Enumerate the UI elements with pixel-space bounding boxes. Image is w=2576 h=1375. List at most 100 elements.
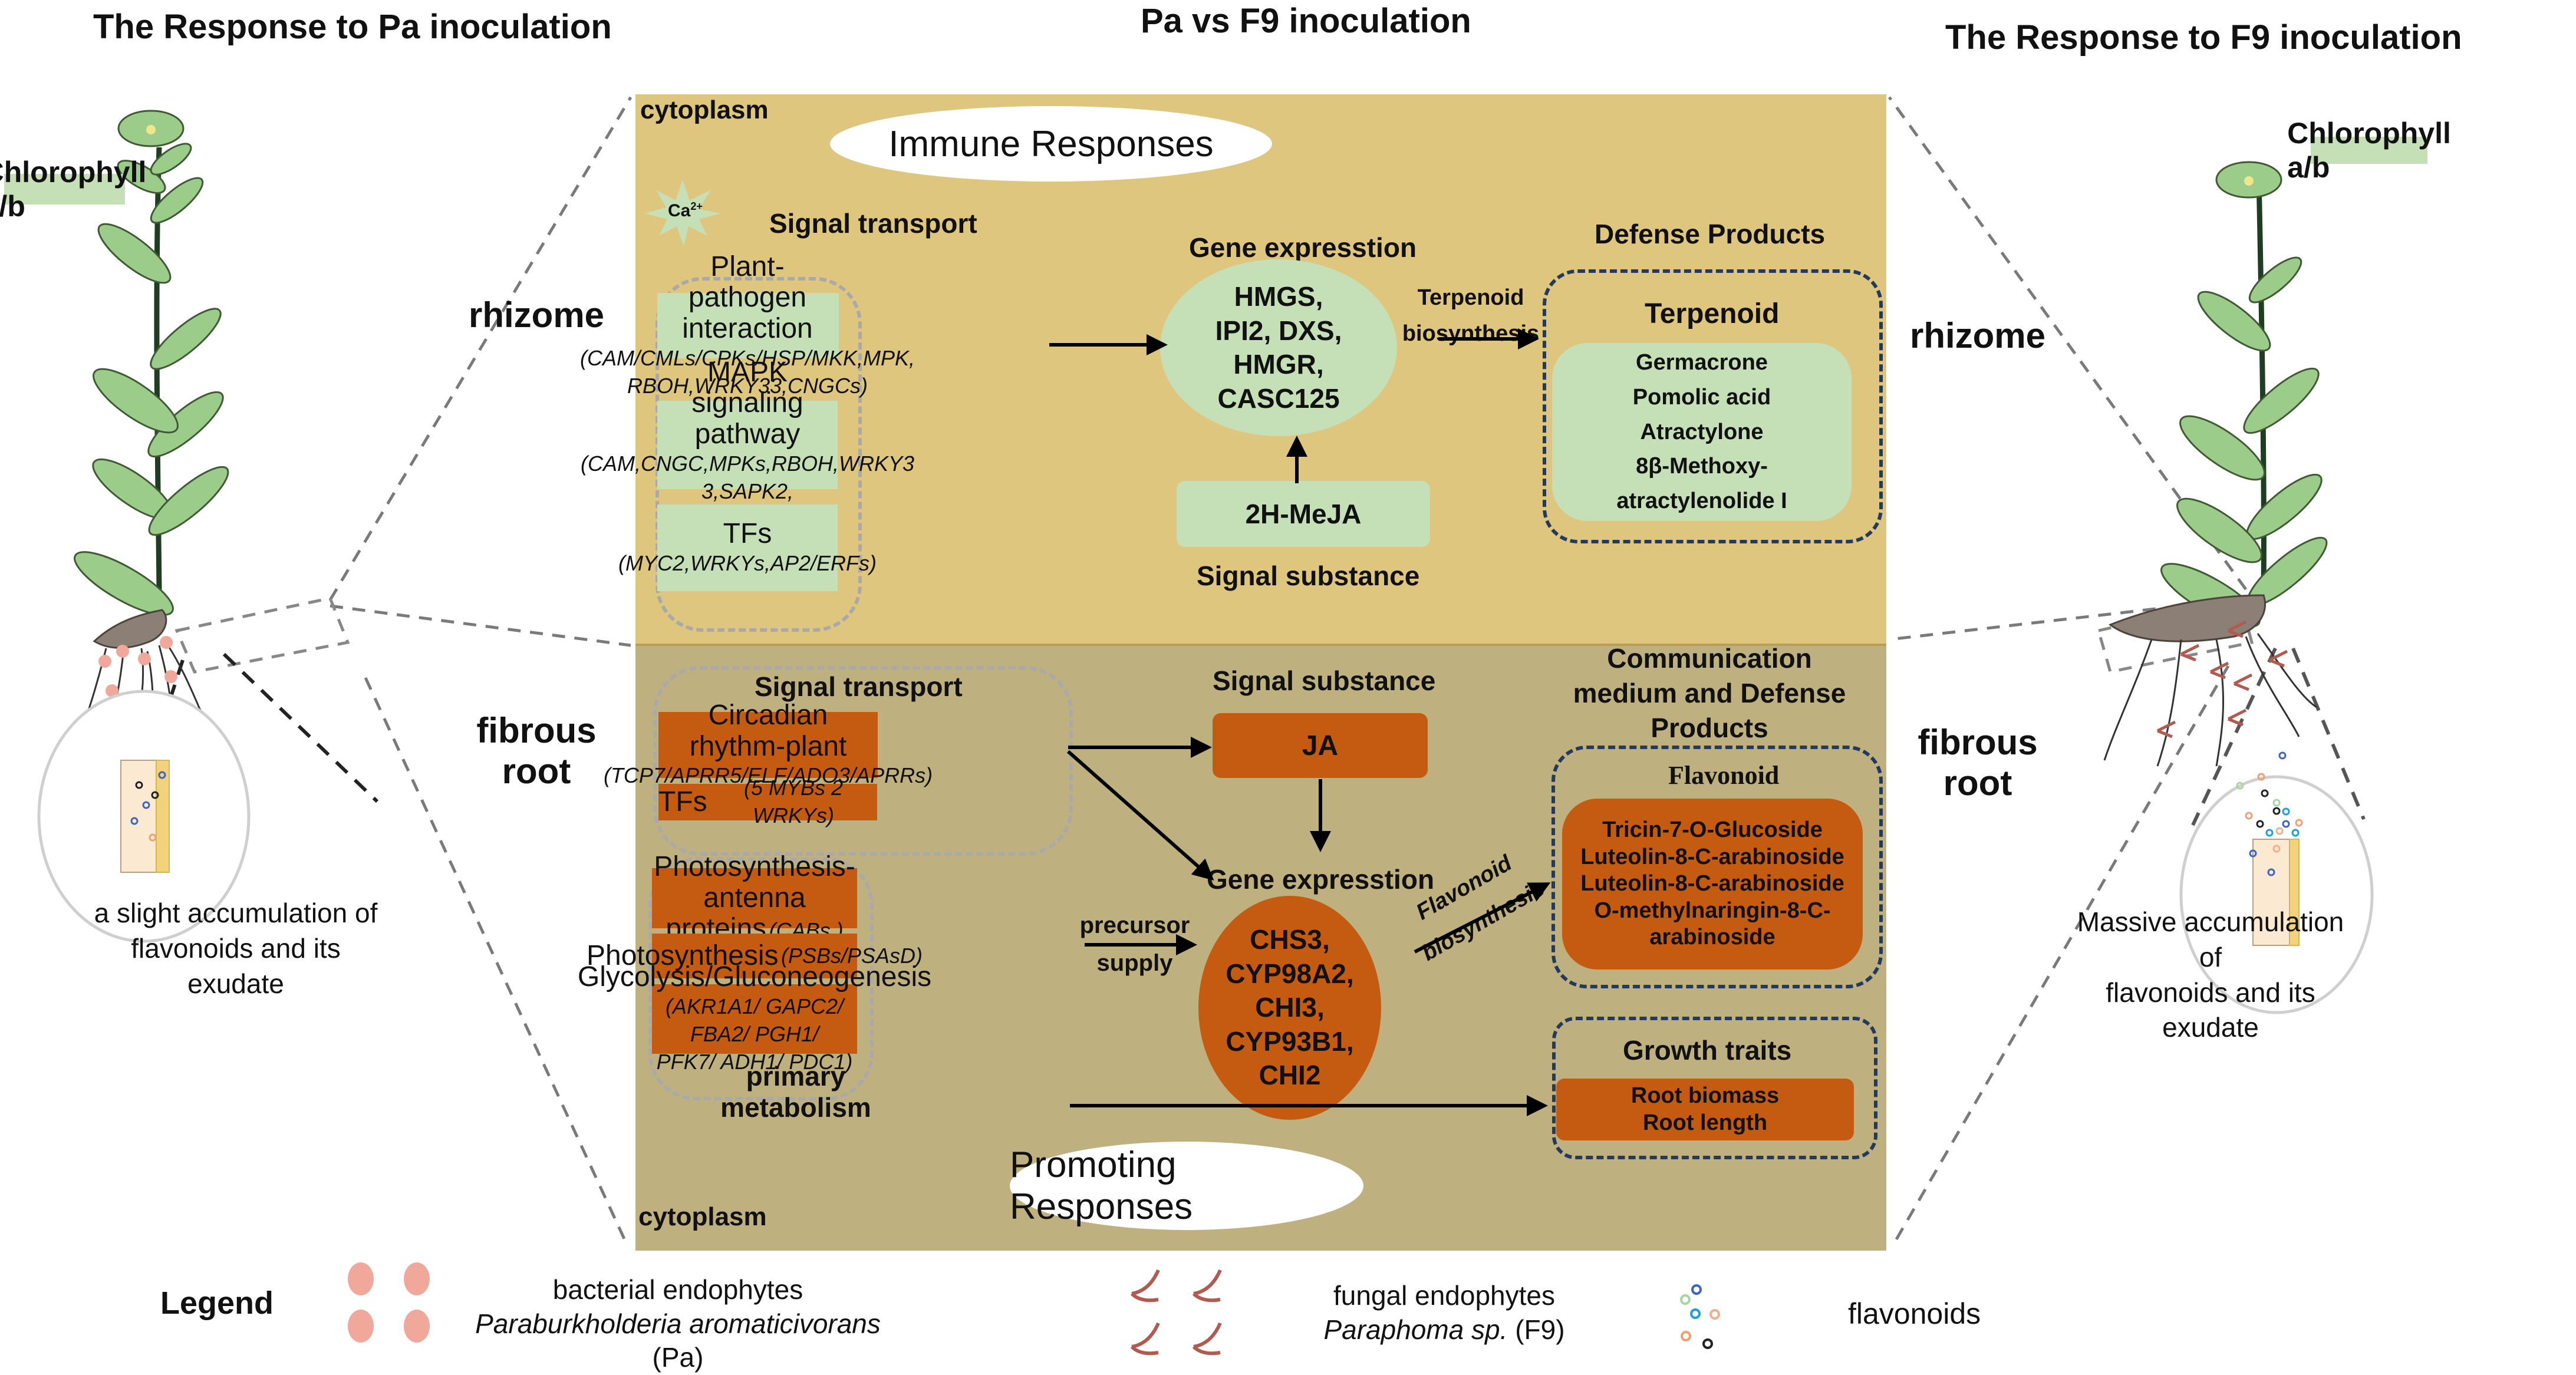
caption-left-line1: a slight accumulation of — [94, 898, 378, 928]
gene-expression-title-bottom: Gene expresstion — [1207, 864, 1435, 895]
gene: CHI3, — [1255, 992, 1325, 1023]
primary-line1: primary — [746, 1061, 846, 1092]
legend-flavonoids-text: flavonoids — [1848, 1297, 1981, 1330]
growth-traits-title: Growth traits — [1623, 1035, 1792, 1066]
flavonoid-group — [1551, 746, 1883, 988]
arrow-genes-to-flavonoid — [1414, 882, 1551, 954]
flavonoid-title: Flavonoid — [1668, 761, 1780, 790]
legend-fungi-abbr: (F9) — [1507, 1314, 1565, 1345]
flavonoid-list[interactable]: Tricin-7-O-Glucoside Luteolin-8-C-arabin… — [1562, 799, 1863, 970]
terpenoid-biosynthesis-label: Terpenoid biosynthesis — [1394, 280, 1547, 352]
legend-bacteria-species: Paraburkholderia aromaticivorans — [475, 1308, 881, 1339]
terpenoid-title: Terpenoid — [1645, 298, 1780, 329]
calcium-charge: 2+ — [690, 200, 703, 212]
defense-products-title: Defense Products — [1595, 219, 1826, 249]
pathway-photosynthesis-box[interactable]: Photosynthesis (PSBs/PSAsD) — [587, 934, 923, 978]
left-title: The Response to Pa inoculation — [93, 8, 612, 46]
plant-right-illustration — [2103, 161, 2374, 1014]
pathway-genes: (MYC2,WRKYs,AP2/ERFs) — [618, 550, 877, 575]
arrow-label-line1: Terpenoid — [1417, 285, 1524, 310]
pathway-title: TFs — [723, 517, 772, 549]
gene-expression-title-top: Gene expresstion — [1189, 232, 1417, 263]
terpenoid: 8β-Methoxy- — [1636, 454, 1768, 479]
pathway-genes: (AKR1A1/ GAPC2/ FBA2/ PGH1/ — [665, 994, 844, 1046]
precursor-line1: precursor — [1079, 912, 1190, 938]
rhizome-label-right: rhizome — [1909, 316, 2046, 355]
gene: HMGR, — [1233, 349, 1324, 380]
primary-line2: metabolism — [720, 1092, 871, 1123]
caption-left: a slight accumulation of flavonoids and … — [88, 896, 383, 1001]
precursor-line2: supply — [1096, 950, 1173, 976]
caption-right-line1: Massive accumulation of — [2077, 906, 2344, 972]
center-title: Pa vs F9 inoculation — [1141, 2, 1471, 40]
legend-title: Legend — [160, 1285, 274, 1321]
signal-substance-title-top: Signal substance — [1197, 560, 1420, 591]
pathway-tfs-bottom-box[interactable]: TFs (5 MYBs 2 WRKYs) — [658, 776, 877, 827]
pathway-genes: (CAM,CNGC,MPKs,RBOH,WRKY3 — [580, 451, 915, 476]
pathway-tfs-box[interactable]: TFs (MYC2,WRKYs,AP2/ERFs) — [618, 505, 877, 591]
pathway-title: Plant-pathogen interaction — [682, 250, 813, 345]
legend-fungi-icons — [1130, 1269, 1222, 1356]
pathway-genes: (TCP7/APRR5/ELF/ADO3/APRRs) — [603, 763, 933, 788]
cytoplasm-label-top: cytoplasm — [640, 95, 769, 124]
pathway-circadian-box[interactable]: Circadian rhythm-plant (TCP7/APRR5/ELF/A… — [604, 700, 933, 787]
pathway-genes: (5 MYBs 2 WRKYs) — [744, 776, 844, 827]
pathway-title: Photosynthesis-antenna — [654, 850, 855, 914]
gene-ellipse-bottom[interactable]: CHS3, CYP98A2, CHI3, CYP93B1, CHI2 — [1198, 896, 1381, 1120]
legend-bacteria-icons — [348, 1262, 430, 1343]
gene: CHS3, — [1250, 924, 1330, 955]
immune-responses-banner: Immune Responses — [830, 106, 1272, 182]
legend-fungi-line1: fungal endophytes — [1333, 1280, 1555, 1311]
cytoplasm-label-bottom: cytoplasm — [638, 1202, 767, 1231]
pathway-genes: RBOH,WRKY33,CNGCs) — [627, 373, 868, 398]
signal-transport-title-top: Signal transport — [769, 208, 977, 239]
terpenoid-list[interactable]: Germacrone Pomolic acid Atractylone 8β-M… — [1552, 343, 1852, 521]
pathway-genes: (CAM/CMLs/CPKs/HSP/MKK,MPK, — [579, 345, 915, 370]
right-title: The Response to F9 inoculation — [1945, 18, 2462, 57]
gene-ellipse-top[interactable]: HMGS, IPI2, DXS, HMGR, CASC125 — [1160, 259, 1397, 436]
gene: IPI2, DXS, — [1215, 315, 1342, 346]
pathway-title: Glycolysis/Gluconeogenesis — [577, 961, 932, 993]
caption-left-line2: flavonoids and its exudate — [131, 932, 341, 999]
fibrous-line2: root — [1943, 763, 2012, 803]
comm-line1: Communication — [1607, 643, 1812, 674]
arrow-label-line2: biosynthesis — [1402, 321, 1540, 346]
legend-bacteria-text: bacterial endophytes Paraburkholderia ar… — [472, 1273, 884, 1375]
signal-transport-title-bottom: Signal transport — [755, 671, 963, 702]
fungi-on-roots — [2156, 620, 2288, 738]
caption-right-line2: flavonoids and its exudate — [2106, 977, 2315, 1043]
legend-fungi-text: fungal endophytes Paraphoma sp. (F9) — [1297, 1279, 1592, 1347]
calcium-burst-icon — [644, 180, 721, 246]
gene: CYP93B1, — [1226, 1026, 1354, 1057]
signal-substance-box-top[interactable]: 2H-MeJA — [1177, 481, 1430, 547]
fibrous-root-label-right: fibrous root — [1907, 722, 2048, 803]
pathway-plant-pathogen-box[interactable]: Plant-pathogen interaction (CAM/CMLs/CPK… — [580, 251, 915, 398]
terpenoid: Germacrone — [1636, 349, 1768, 375]
pathway-genes: PFK7/ ADH1/ PDC1) — [656, 1049, 853, 1074]
growth-traits-group — [1552, 1017, 1877, 1159]
pathway-glycolysis-box[interactable]: Glycolysis/Gluconeogenesis (AKR1A1/ GAPC… — [578, 962, 931, 1074]
caption-right: Massive accumulation of flavonoids and i… — [2063, 905, 2358, 1046]
fibrous-line1: fibrous — [476, 711, 597, 750]
gene: CYP98A2, — [1226, 958, 1354, 989]
terpenoid-group — [1543, 269, 1883, 543]
plant-left-illustration — [37, 110, 251, 943]
gene: HMGS, — [1234, 281, 1323, 312]
legend-flavonoid-icons — [1680, 1284, 1720, 1349]
legend-bacteria-line1: bacterial endophytes — [552, 1274, 803, 1305]
legend-fungi-species: Paraphoma sp. — [1323, 1314, 1508, 1345]
legend-bacteria-abbr: (Pa) — [652, 1342, 704, 1373]
growth-traits-list[interactable]: Root biomass Root length — [1556, 1079, 1854, 1140]
signal-substance-title-bottom: Signal substance — [1213, 665, 1436, 696]
flavonoid: Luteolin-8-C-arabinoside — [1580, 844, 1844, 869]
pathway-title: Circadian rhythm-plant — [689, 699, 847, 762]
comm-line2: medium and Defense — [1573, 677, 1846, 708]
fibrous-line2: root — [502, 751, 571, 791]
fibrous-root-label-left: fibrous root — [469, 710, 604, 792]
flavonoid: Luteolin-8-C-arabinoside — [1580, 871, 1844, 896]
signal-substance-box-bottom[interactable]: JA — [1213, 713, 1428, 778]
calcium-symbol: Ca — [668, 201, 691, 220]
communication-title: Communication medium and Defense Product… — [1556, 641, 1863, 746]
